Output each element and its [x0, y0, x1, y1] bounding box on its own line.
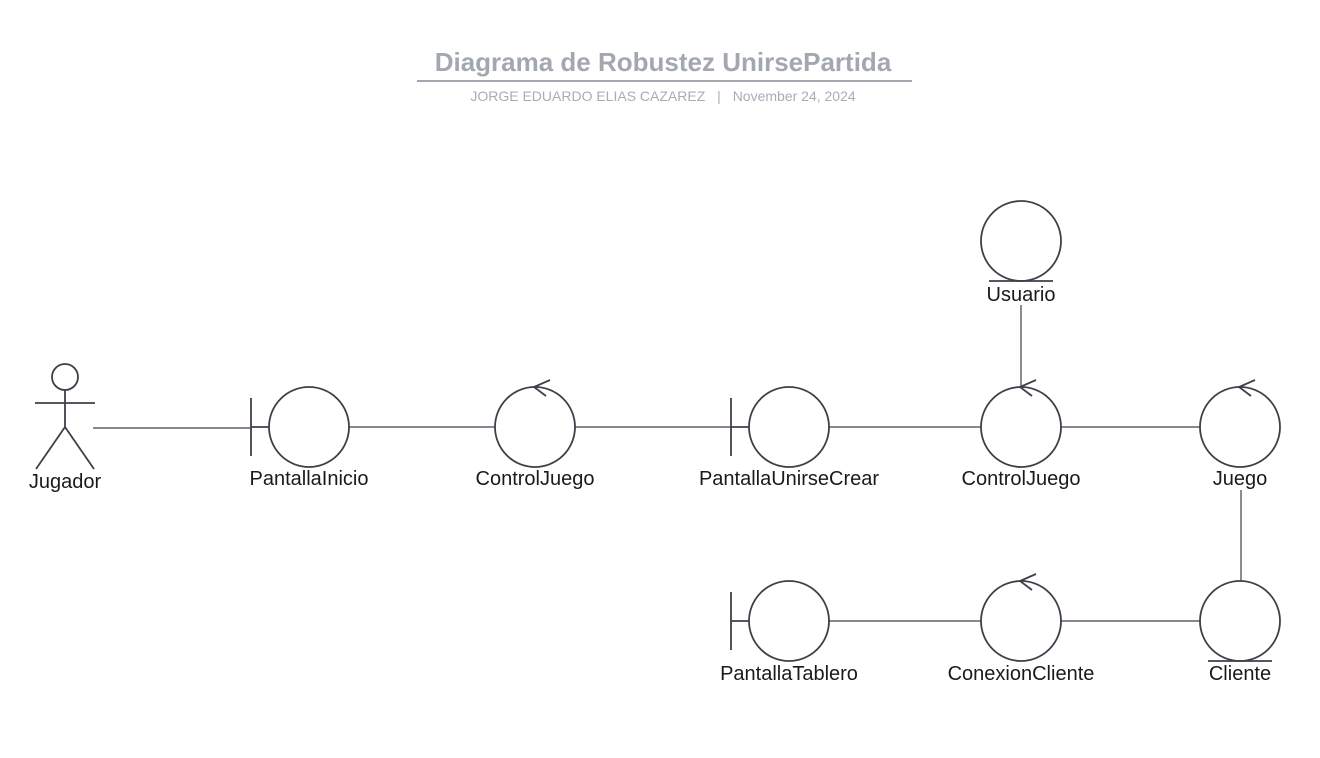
entity-cliente[interactable]: Cliente: [1199, 580, 1281, 685]
actor-right-leg: [64, 426, 95, 470]
node-label: Jugador: [29, 471, 102, 493]
node-label: PantallaUnirseCrear: [699, 468, 879, 490]
node-label: Usuario: [987, 284, 1056, 306]
control-control-juego-1[interactable]: ControlJuego: [476, 379, 595, 490]
diagram-header: Diagrama de Robustez UnirsePartida JORGE…: [417, 47, 912, 104]
entity-circle: [980, 200, 1062, 282]
control-circle: [1199, 386, 1281, 468]
boundary-circle: [748, 386, 830, 468]
control-arrow: [1018, 573, 1037, 591]
control-circle: [980, 386, 1062, 468]
boundary-circle: [748, 580, 830, 662]
entity-usuario[interactable]: Usuario: [980, 200, 1062, 306]
control-conexion-cliente[interactable]: ConexionCliente: [948, 573, 1095, 685]
node-label: ControlJuego: [476, 468, 595, 490]
boundary-pantalla-inicio[interactable]: PantallaInicio: [250, 386, 369, 490]
actor-head: [51, 363, 79, 391]
actor-left-leg: [35, 426, 66, 470]
control-arrow: [532, 379, 551, 397]
control-arrow: [1237, 379, 1256, 397]
node-label: Juego: [1213, 468, 1268, 490]
node-label: Cliente: [1209, 663, 1271, 685]
entity-circle: [1199, 580, 1281, 662]
node-label: ConexionCliente: [948, 663, 1095, 685]
control-arrow: [1018, 379, 1037, 397]
control-circle: [980, 580, 1062, 662]
subtitle-separator: |: [717, 88, 721, 104]
control-control-juego-2[interactable]: ControlJuego: [962, 379, 1081, 490]
control-juego[interactable]: Juego: [1199, 379, 1281, 490]
boundary-pantalla-unirse-crear[interactable]: PantallaUnirseCrear: [699, 386, 879, 490]
boundary-circle: [268, 386, 350, 468]
node-label: ControlJuego: [962, 468, 1081, 490]
actor-jugador[interactable]: Jugador: [29, 363, 102, 493]
author-name: JORGE EDUARDO ELIAS CAZAREZ: [470, 88, 705, 104]
diagram-subtitle: JORGE EDUARDO ELIAS CAZAREZ | November 2…: [470, 88, 856, 104]
node-label: PantallaInicio: [250, 468, 369, 490]
node-label: PantallaTablero: [720, 663, 858, 685]
control-circle: [494, 386, 576, 468]
diagram-date: November 24, 2024: [733, 88, 856, 104]
edges-layer: [93, 305, 1242, 622]
boundary-pantalla-tablero[interactable]: PantallaTablero: [720, 580, 858, 685]
diagram-title: Diagrama de Robustez UnirsePartida: [435, 47, 892, 77]
